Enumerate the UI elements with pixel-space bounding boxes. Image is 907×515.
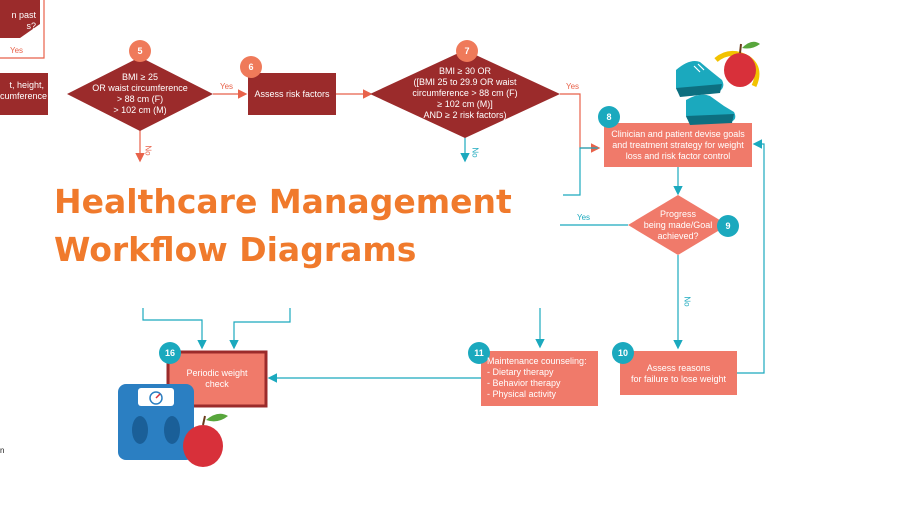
edge-label-no-5: No (143, 145, 153, 156)
step-16-badge: 16 (159, 342, 181, 364)
step-left-text: t, height, cumference (0, 80, 48, 101)
edge-label-yes-7: Yes (566, 82, 580, 91)
edge-label-yes-top: Yes (10, 46, 24, 55)
decision-5 (67, 57, 213, 131)
connector-10-to-8 (737, 139, 765, 374)
step-left-partial (0, 73, 48, 115)
side-text-fragment: n (0, 446, 5, 455)
title-line-1: Healthcare Management (54, 182, 512, 221)
step-6-text: Assess risk factors (254, 89, 330, 99)
step-9-text: Progress being made/Goal achieved? (643, 209, 713, 241)
step-10-badge: 10 (612, 342, 634, 364)
edge-label-no-9: No (682, 296, 692, 307)
step-16-text: Periodic weight check (186, 368, 248, 389)
step-8-badge: 8 (598, 106, 620, 128)
step-7-badge: 7 (456, 40, 478, 62)
step-8-text: Clinician and patient devise goals and t… (611, 129, 745, 161)
step-top-text: n past s? (11, 10, 36, 31)
edge-label-yes-5: Yes (220, 82, 234, 91)
edge-label-no-7: No (470, 147, 480, 158)
apple-icon (183, 413, 228, 467)
connector-7-yes (560, 93, 601, 153)
connector-return-to-8 (563, 147, 598, 196)
decision-top-partial (0, 0, 40, 38)
step-6-badge: 6 (240, 56, 262, 78)
step-10-text: Assess reasons for failure to lose weigh… (630, 363, 727, 384)
connector-a-to-16 (142, 308, 207, 350)
step-5-text: BMI ≥ 25 OR waist circumference > 88 cm … (92, 72, 188, 115)
step-5-badge: 5 (129, 40, 151, 62)
step-6 (248, 73, 336, 115)
edge-label-yes-9: Yes (577, 213, 591, 222)
decision-9 (628, 195, 728, 255)
step-10 (620, 351, 737, 395)
decision-7 (370, 50, 560, 138)
step-9-badge: 9 (717, 215, 739, 237)
apple-icon (724, 41, 760, 87)
step-11-badge: 11 (468, 342, 490, 364)
connector-top-yes (0, 0, 45, 59)
step-11 (481, 351, 598, 406)
connector-b-to-16 (229, 308, 291, 350)
step-11-text: Maintenance counseling: - Dietary therap… (487, 356, 587, 399)
bathroom-scale-icon (118, 384, 194, 460)
step-7-text: BMI ≥ 30 OR ([BMI 25 to 29.9 OR waist ci… (412, 66, 518, 120)
sneakers-icon (676, 61, 736, 125)
step-8 (604, 123, 752, 167)
title-line-2: Workflow Diagrams (54, 230, 417, 269)
